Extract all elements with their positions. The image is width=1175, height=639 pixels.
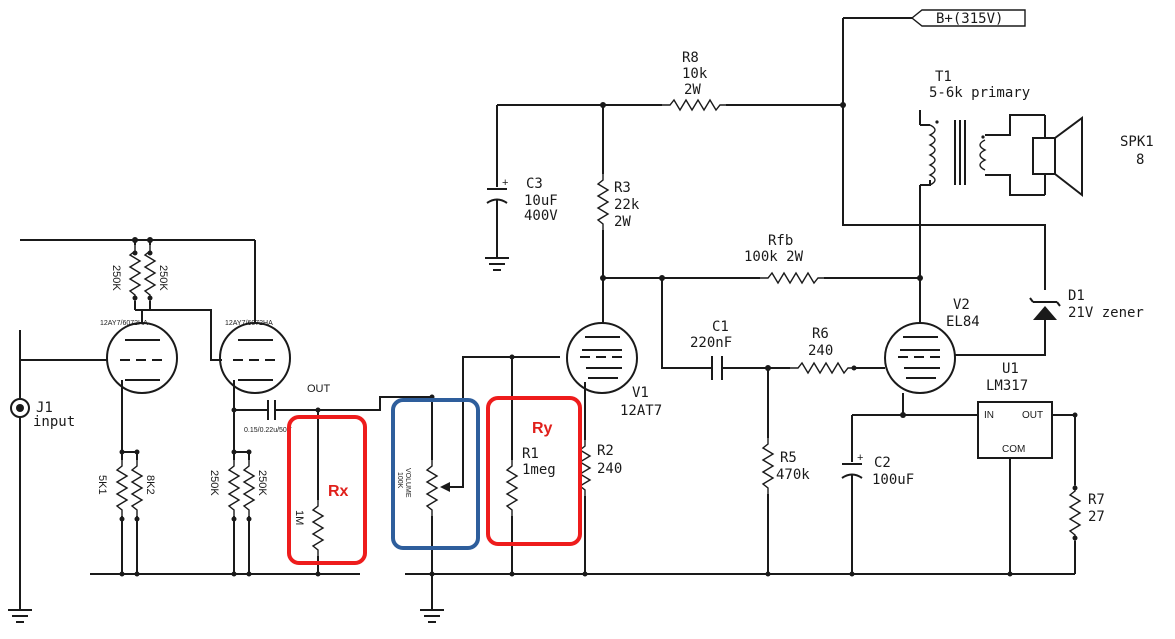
- r1-label: R1: [522, 446, 539, 462]
- bplus-flag: [910, 9, 1026, 27]
- t1-value: 5-6k primary: [929, 85, 1030, 101]
- feedback-section: Rfb 100k 2W D1 21V zener: [603, 233, 1144, 356]
- u1-out-pin: OUT: [1022, 410, 1043, 421]
- j1-sub-label: input: [33, 414, 75, 430]
- u1-regulator: [977, 401, 1053, 459]
- c3-label: C3: [526, 176, 543, 192]
- r8-label: R8: [682, 50, 699, 66]
- r7-value: 27: [1088, 509, 1105, 525]
- grid-res-label-2: 250K: [256, 470, 268, 496]
- c2-label: C2: [874, 455, 891, 471]
- r3-power: 2W: [614, 214, 631, 230]
- spk1-label: SPK1: [1120, 134, 1154, 150]
- preamp-tube-1: [106, 322, 178, 394]
- r3-label: R3: [614, 180, 631, 196]
- r7-label: R7: [1088, 492, 1105, 508]
- d1-label: D1: [1068, 288, 1085, 304]
- j1-label: J1: [36, 400, 53, 416]
- u1-type: LM317: [986, 378, 1028, 394]
- tube-type-label-1: 12AY7/6072HA: [100, 320, 148, 327]
- speaker: SPK1 8: [1032, 115, 1154, 198]
- grid-res-label-1: 250K: [208, 470, 220, 496]
- r6-value: 240: [808, 343, 833, 359]
- preamp-stage: 250K 250K 12AY7/6072HA 12AY7/6072HA J1 i…: [8, 237, 432, 623]
- rx-value-label: 1M: [293, 510, 305, 525]
- v2-label: V2: [953, 297, 970, 313]
- r6-label: R6: [812, 326, 829, 342]
- c1-label: C1: [712, 319, 729, 335]
- cathode-res-label-a: 5K1: [96, 475, 108, 495]
- c3-value: 10uF: [524, 193, 558, 209]
- plate-res-label-2: 250K: [157, 265, 169, 291]
- c1-value: 220nF: [690, 335, 732, 351]
- spk1-value: 8: [1136, 152, 1144, 168]
- r2-label: R2: [597, 443, 614, 459]
- t1-label: T1: [935, 69, 952, 85]
- r8-power: 2W: [684, 82, 701, 98]
- volume-highlight-box: [391, 398, 480, 550]
- u1-in-pin: IN: [984, 410, 994, 421]
- cathode-res-label-b: 8K2: [144, 475, 156, 495]
- c2-value: 100uF: [872, 472, 914, 488]
- v2-type: EL84: [946, 314, 980, 330]
- coupling-cap-label: 0.15/0.22u/50V: [244, 427, 292, 434]
- rx-label: Rx: [328, 483, 349, 500]
- tube-type-label-2: 12AY7/6072HA: [225, 320, 273, 327]
- r5-label: R5: [780, 450, 797, 466]
- rfb-value: 100k 2W: [744, 249, 804, 265]
- svg-text:+: +: [857, 452, 863, 464]
- ry-label: Ry: [532, 420, 553, 437]
- v2-stage: V2 EL84 + C2 100uF IN OUT COM U1 LM317 R…: [841, 278, 1105, 574]
- output-transformer: T1 5-6k primary: [919, 69, 1045, 278]
- v1-type: 12AT7: [620, 403, 662, 419]
- preamp-tube-2: [219, 322, 291, 394]
- u1-label: U1: [1002, 361, 1019, 377]
- v1-label: V1: [632, 385, 649, 401]
- volume-pot[interactable]: VOLUME 100K: [396, 368, 470, 623]
- volume-value-label: 100K: [396, 472, 403, 489]
- d1-value: 21V zener: [1068, 305, 1144, 321]
- rx-highlight-box: [287, 415, 367, 565]
- r3-value: 22k: [614, 197, 640, 213]
- r2-value: 240: [597, 461, 622, 477]
- svg-text:+: +: [502, 177, 508, 189]
- plate-res-label-1: 250K: [110, 265, 122, 291]
- volume-label: VOLUME: [404, 468, 411, 498]
- v1-stage: R1 1meg V1 12AT7 R2 240 R3 22k 2W: [462, 105, 1075, 577]
- supply-section: R8 10k 2W + C3 10uF 400V B+(315V): [485, 9, 1046, 290]
- rfb-label: Rfb: [768, 233, 793, 249]
- r1-value: 1meg: [522, 462, 556, 478]
- interstage-coupling: C1 220nF R6 240 R5 470k: [661, 278, 885, 574]
- c3-voltage: 400V: [524, 208, 558, 224]
- u1-com-pin: COM: [1002, 444, 1025, 455]
- bplus-label: B+(315V): [936, 11, 1003, 27]
- r8-value: 10k: [682, 66, 708, 82]
- r5-value: 470k: [776, 467, 810, 483]
- ry-highlight-box: [486, 396, 582, 546]
- out-label: OUT: [307, 383, 331, 395]
